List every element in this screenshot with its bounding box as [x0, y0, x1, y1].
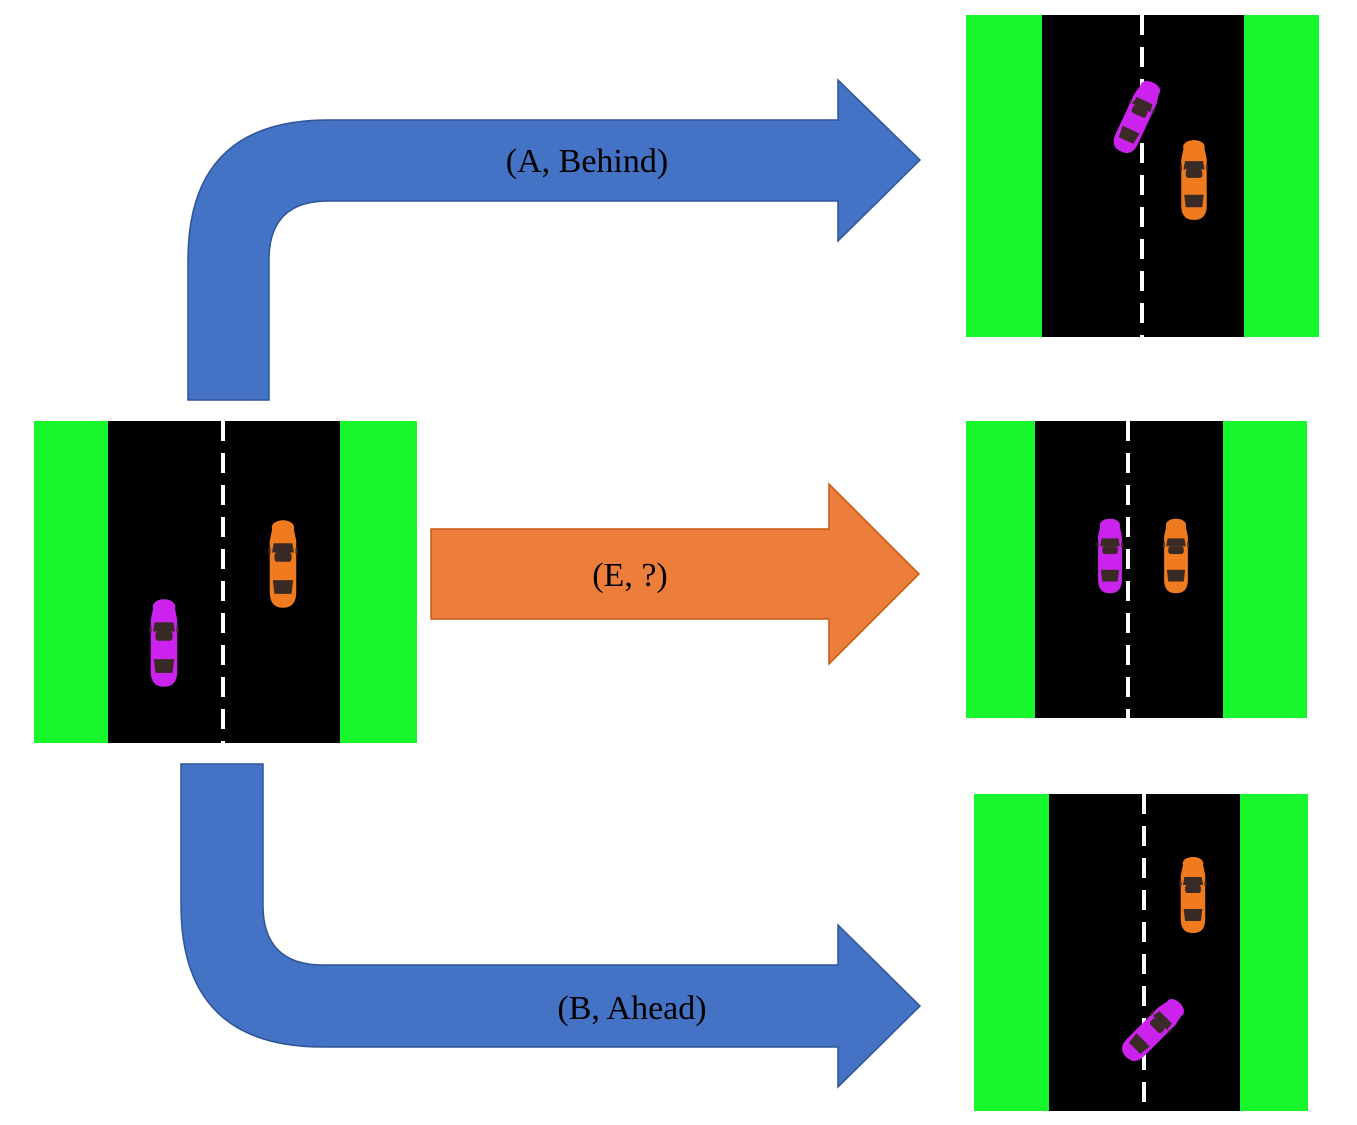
outcome-a-scene	[966, 15, 1319, 337]
outcome-e-scene	[966, 421, 1307, 718]
arrow-top-label: (A, Behind)	[506, 143, 668, 180]
arrow-bottom-label: (B, Ahead)	[557, 990, 706, 1027]
grass-right	[1240, 794, 1308, 1111]
other-car	[1179, 857, 1207, 933]
grass-left	[974, 794, 1049, 1111]
grass-left	[966, 421, 1035, 718]
arrow-middle: (E, ?)	[430, 482, 921, 666]
arrow-middle-label: (E, ?)	[592, 557, 668, 594]
outcome-b-scene	[974, 794, 1308, 1111]
arrow-middle-shape	[430, 482, 921, 666]
arrow-bottom-shape	[180, 763, 922, 1089]
arrow-top: (A, Behind)	[187, 78, 922, 401]
ego-car	[1096, 518, 1124, 594]
arrow-top-shape	[187, 78, 922, 401]
ego-car	[149, 599, 179, 687]
grass-right	[340, 421, 417, 743]
other-car	[268, 520, 298, 608]
arrow-bottom: (B, Ahead)	[180, 763, 922, 1089]
grass-left	[34, 421, 108, 743]
initial-scene	[34, 421, 417, 743]
other-car	[1179, 140, 1209, 220]
grass-left	[966, 15, 1042, 337]
other-car	[1162, 518, 1190, 594]
grass-right	[1223, 421, 1307, 718]
grass-right	[1244, 15, 1319, 337]
